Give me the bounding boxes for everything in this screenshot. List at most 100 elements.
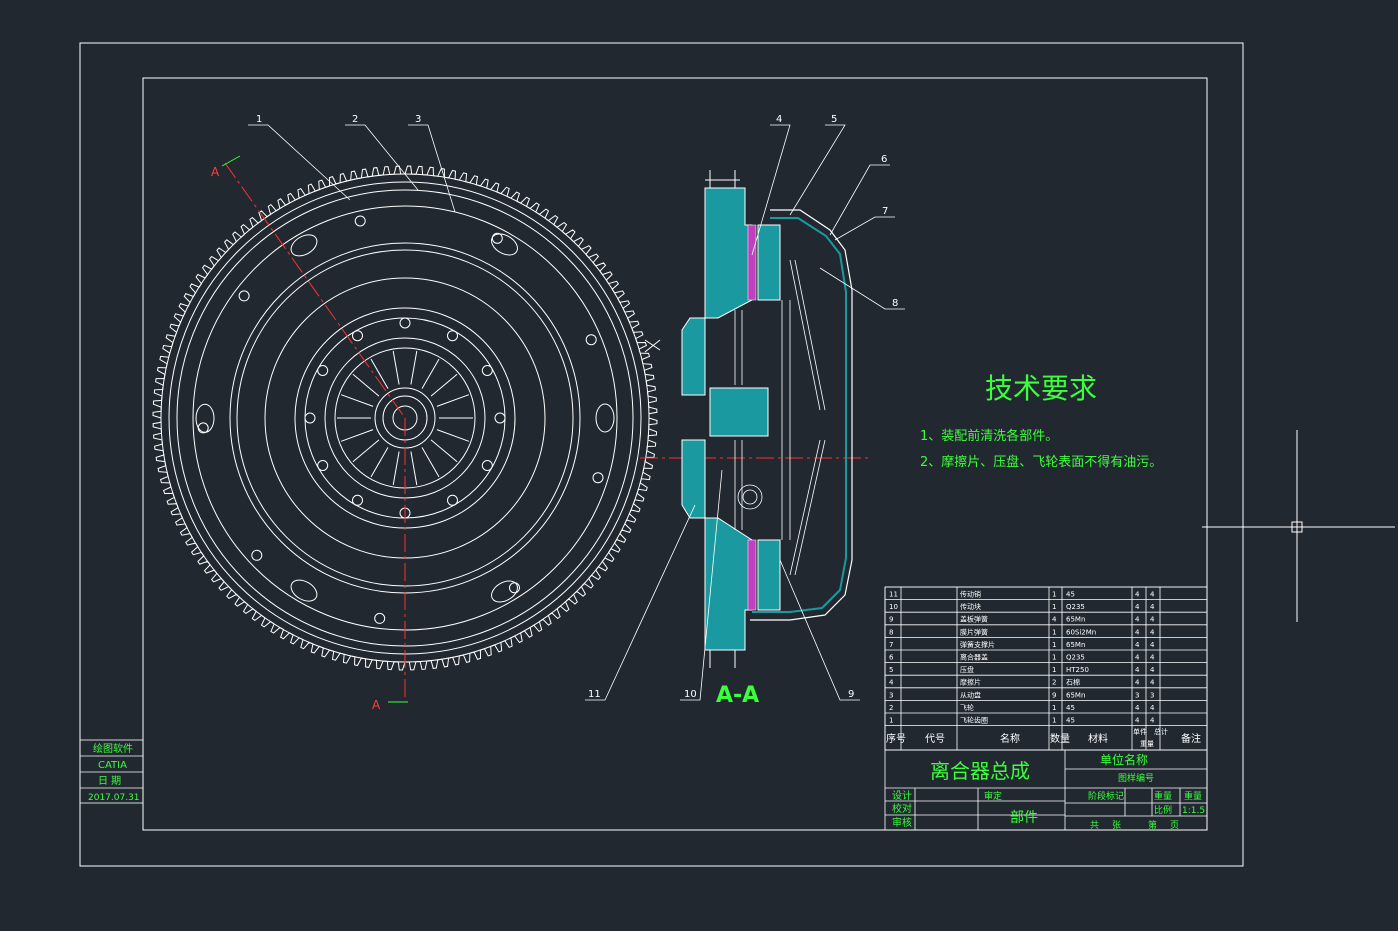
- hub-spline: [436, 394, 470, 407]
- bom-row-no: 7: [889, 641, 893, 649]
- stage-label: 阶段标记: [1088, 790, 1124, 802]
- approve-label: 审定: [984, 790, 1002, 802]
- bom-header-total: 总计: [1154, 727, 1168, 736]
- outer-hole: [354, 215, 366, 227]
- bom-header-code: 代号: [925, 733, 945, 745]
- sheets-unit-label: 张: [1112, 820, 1121, 831]
- outer-hole: [251, 549, 263, 561]
- bom-row-qty: 1: [1052, 641, 1056, 649]
- bom-row-qty: 1: [1052, 591, 1056, 599]
- sheets-total-label: 共: [1090, 820, 1099, 831]
- bom-row-total-weight: 4: [1150, 628, 1155, 636]
- bom-row-qty: 1: [1052, 717, 1056, 725]
- bom-row-total-weight: 4: [1150, 666, 1155, 674]
- bom-header-material: 材料: [1088, 732, 1108, 745]
- bom-row-qty: 1: [1052, 654, 1056, 662]
- audit-label: 审核: [892, 816, 912, 829]
- bolt-hole: [399, 317, 411, 329]
- bom-row-name: 飞轮齿圈: [960, 716, 988, 725]
- bolt-holes: [197, 215, 604, 624]
- bom-row-material: 65Mn: [1066, 616, 1085, 624]
- bom-row-total-weight: 3: [1150, 691, 1154, 699]
- outer-hole: [592, 472, 604, 484]
- software-value: CATIA: [98, 760, 127, 771]
- hub-spline: [370, 358, 389, 389]
- balloon-labels: 1 2 3 4 5 6 7 8 9 10 11: [256, 114, 898, 700]
- bom-row-name: 传动块: [960, 602, 981, 611]
- inner-border: [142, 77, 1208, 831]
- flywheel-section-top: [681, 187, 753, 396]
- bom-row-name: 传动销: [960, 590, 981, 599]
- bom-row-total-weight: 4: [1150, 641, 1155, 649]
- cover-lug: [290, 579, 318, 602]
- bom-row-no: 3: [889, 691, 893, 699]
- diaphragm-spring: [734, 259, 826, 576]
- bom-row-material: 45: [1066, 704, 1075, 712]
- bom-row-no: 9: [889, 616, 893, 624]
- cover-lug: [290, 234, 318, 257]
- friction-plate-bottom: [747, 539, 757, 611]
- bom-row-single-weight: 4: [1135, 603, 1140, 611]
- bom-row-no: 6: [889, 654, 894, 662]
- hub-spline: [430, 439, 458, 463]
- unit-name: 单位名称: [1100, 752, 1148, 767]
- drawing-number: 图样编号: [1118, 772, 1154, 784]
- bom-row-total-weight: 4: [1150, 704, 1155, 712]
- balloon-8: 8: [892, 298, 898, 309]
- bom-row-single-weight: 4: [1135, 616, 1140, 624]
- bom-row-single-weight: 4: [1135, 717, 1140, 725]
- bom-row-name: 膜片弹簧: [960, 627, 988, 636]
- bom-row-name: 压盘: [960, 665, 974, 674]
- bom-header-qty: 数量: [1050, 732, 1070, 745]
- part-type: 部件: [1010, 810, 1038, 826]
- bom-row-material: 65Mn: [1066, 691, 1085, 699]
- section-marker-top: A: [211, 165, 220, 179]
- bolt-hole: [494, 412, 506, 424]
- balloon-6: 6: [881, 154, 887, 165]
- hub-spline: [410, 451, 418, 486]
- bom-row-no: 11: [889, 591, 898, 599]
- balloon-4: 4: [776, 114, 782, 125]
- bom-row-qty: 1: [1052, 666, 1056, 674]
- bolt-hole: [317, 460, 329, 471]
- bolt-hole: [352, 494, 363, 506]
- hub-splines: [337, 350, 473, 486]
- crosshair-cursor-icon: [1202, 430, 1395, 622]
- bom-row-no: 5: [889, 666, 893, 674]
- tech-note-2: 2、摩擦片、压盘、飞轮表面不得有油污。: [920, 454, 1162, 470]
- bom-row-name: 离合器盖: [960, 653, 988, 662]
- hub-spline: [370, 447, 389, 478]
- page-label: 页: [1170, 820, 1179, 831]
- hub-spline: [421, 358, 440, 389]
- bom-row-qty: 1: [1052, 603, 1056, 611]
- software-info-block: [79, 739, 144, 804]
- bom-row-name: 摩擦片: [960, 678, 981, 687]
- flywheel-section-bottom: [681, 439, 753, 651]
- balloon-5: 5: [831, 114, 837, 125]
- bom-row-total-weight: 4: [1150, 591, 1155, 599]
- bom-row-name: 飞轮: [960, 703, 974, 712]
- technical-requirements: 技术要求 1、装配前清洗各部件。 2、摩擦片、压盘、飞轮表面不得有油污。: [920, 372, 1162, 470]
- balloon-9: 9: [848, 689, 854, 700]
- leader-lines: [248, 124, 905, 701]
- bom-row-single-weight: 4: [1135, 591, 1140, 599]
- bom-row-no: 4: [889, 679, 894, 687]
- check-label: 校对: [892, 802, 912, 815]
- bom-row-no: 1: [889, 717, 893, 725]
- bolt-hole: [481, 460, 493, 471]
- balloon-2: 2: [352, 114, 358, 125]
- balloon-7: 7: [882, 206, 888, 217]
- clutch-cover-inner: [752, 217, 847, 613]
- bom-row-qty: 1: [1052, 704, 1056, 712]
- bom-row-material: Q235: [1066, 654, 1085, 662]
- sheet-no-label: 第: [1148, 819, 1157, 831]
- bom-row-total-weight: 4: [1150, 717, 1155, 725]
- outer-border: [79, 42, 1244, 867]
- hub-spline: [421, 447, 440, 478]
- tech-title: 技术要求: [985, 372, 1097, 405]
- bom-row-material: 60Si2Mn: [1066, 628, 1096, 636]
- bolt-hole: [352, 330, 363, 342]
- bom-row-total-weight: 4: [1150, 679, 1155, 687]
